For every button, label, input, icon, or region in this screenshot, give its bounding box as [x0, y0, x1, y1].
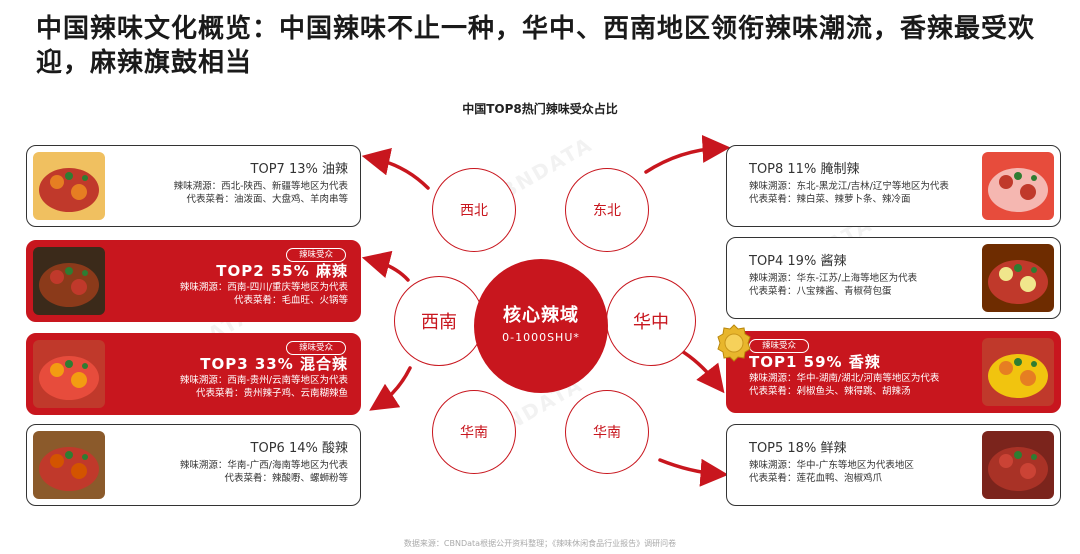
dish-photo [33, 247, 105, 315]
arrow-xinan-top3 [369, 366, 412, 411]
dish-photo [33, 152, 105, 220]
spice-rank-share-name: TOP3 33% 混合辣 [200, 355, 348, 373]
region-circle-xibei: 西北 [432, 168, 516, 252]
spice-rank-share-name: TOP6 14% 酸辣 [250, 441, 348, 456]
spice-origin: 辣味溯源：华东-江苏/上海等地区为代表 [749, 273, 918, 284]
dish-photo [982, 152, 1054, 220]
region-circle-dongbei: 东北 [565, 168, 649, 252]
arrow-huanan-top5 [658, 458, 729, 487]
spice-origin: 辣味溯源：东北-黑龙江/吉林/辽宁等地区为代表 [749, 181, 949, 192]
spice-dishes: 代表菜肴：八宝辣酱、青椒荷包蛋 [749, 286, 892, 297]
spice-card-top5: TOP5 18% 鲜辣辣味溯源：华中-广东等地区为代表地区代表菜肴：莲花血鸭、泡… [726, 424, 1061, 506]
spice-origin: 辣味溯源：华中-广东等地区为代表地区 [749, 460, 914, 471]
spice-origin: 辣味溯源：西北-陕西、新疆等地区为代表 [173, 181, 348, 192]
core-spice-zone: 核心辣域 0-1000SHU* [474, 259, 608, 393]
spice-rank-share-name: TOP2 55% 麻辣 [216, 262, 348, 280]
arrow-xibei [361, 147, 430, 190]
spice-origin: 辣味溯源：西南-贵州/云南等地区为代表 [179, 375, 348, 386]
dish-photo [33, 431, 105, 499]
spice-rank-share-name: TOP8 11% 腌制辣 [749, 162, 860, 177]
spice-origin: 辣味溯源：西南-四川/重庆等地区为代表 [179, 282, 348, 293]
dish-photo [33, 340, 105, 408]
spice-rank-share-name: TOP4 19% 酱辣 [749, 254, 847, 269]
audience-badge: 辣味受众 [285, 248, 346, 262]
dish-photo [982, 338, 1054, 406]
region-circle-xinan: 西南 [394, 276, 484, 366]
spice-dishes: 代表菜肴：剁椒鱼头、辣得跳、胡辣汤 [749, 386, 911, 397]
spice-origin: 辣味溯源：华中-湖南/湖北/河南等地区为代表 [749, 373, 940, 384]
spice-rank-share-name: TOP1 59% 香辣 [749, 353, 881, 371]
spice-dishes: 代表菜肴：辣酸嘢、螺蛳粉等 [224, 473, 348, 484]
spice-dishes: 代表菜肴：毛血旺、火锅等 [233, 295, 348, 306]
region-circle-huanan-right: 华南 [565, 390, 649, 474]
spice-origin: 辣味溯源：华南-广西/海南等地区为代表 [179, 460, 348, 471]
region-circle-huazhong: 华中 [606, 276, 696, 366]
dish-photo [982, 431, 1054, 499]
audience-badge: 辣味受众 [285, 341, 346, 355]
spice-rank-share-name: TOP5 18% 鲜辣 [749, 441, 847, 456]
page-title: 中国辣味文化概览：中国辣味不止一种，华中、西南地区领衔辣味潮流，香辣最受欢迎，麻… [36, 14, 1036, 78]
dish-photo [982, 244, 1054, 312]
core-label: 核心辣域 [503, 305, 579, 326]
chart-title: 中国TOP8热门辣味受众占比 [462, 102, 618, 116]
core-range: 0-1000SHU* [502, 331, 580, 344]
spice-card-top7: TOP7 13% 油辣辣味溯源：西北-陕西、新疆等地区为代表代表菜肴：油泼面、大… [26, 145, 361, 227]
region-circle-huanan-left: 华南 [432, 390, 516, 474]
arrow-huazhong [678, 348, 725, 394]
spice-dishes: 代表菜肴：莲花血鸭、泡椒鸡爪 [749, 473, 883, 484]
spice-dishes: 代表菜肴：油泼面、大盘鸡、羊肉串等 [186, 194, 348, 205]
spice-rank-share-name: TOP7 13% 油辣 [250, 162, 348, 177]
spice-card-top4: TOP4 19% 酱辣辣味溯源：华东-江苏/上海等地区为代表代表菜肴：八宝辣酱、… [726, 237, 1061, 319]
gold-medal-icon [717, 324, 751, 362]
arrow-dongbei [644, 134, 731, 174]
spice-card-top8: TOP8 11% 腌制辣辣味溯源：东北-黑龙江/吉林/辽宁等地区为代表代表菜肴：… [726, 145, 1061, 227]
data-source: 数据来源：CBNData根据公开资料整理；《辣味休闲食品行业报告》调研问卷 [403, 539, 677, 548]
spice-card-top6: TOP6 14% 酸辣辣味溯源：华南-广西/海南等地区为代表代表菜肴：辣酸嘢、螺… [26, 424, 361, 506]
spice-dishes: 代表菜肴：贵州辣子鸡、云南糊辣鱼 [195, 388, 348, 399]
arrow-xinan-top2 [361, 250, 410, 282]
spice-dishes: 代表菜肴：辣白菜、辣萝卜条、辣冷面 [749, 194, 911, 205]
